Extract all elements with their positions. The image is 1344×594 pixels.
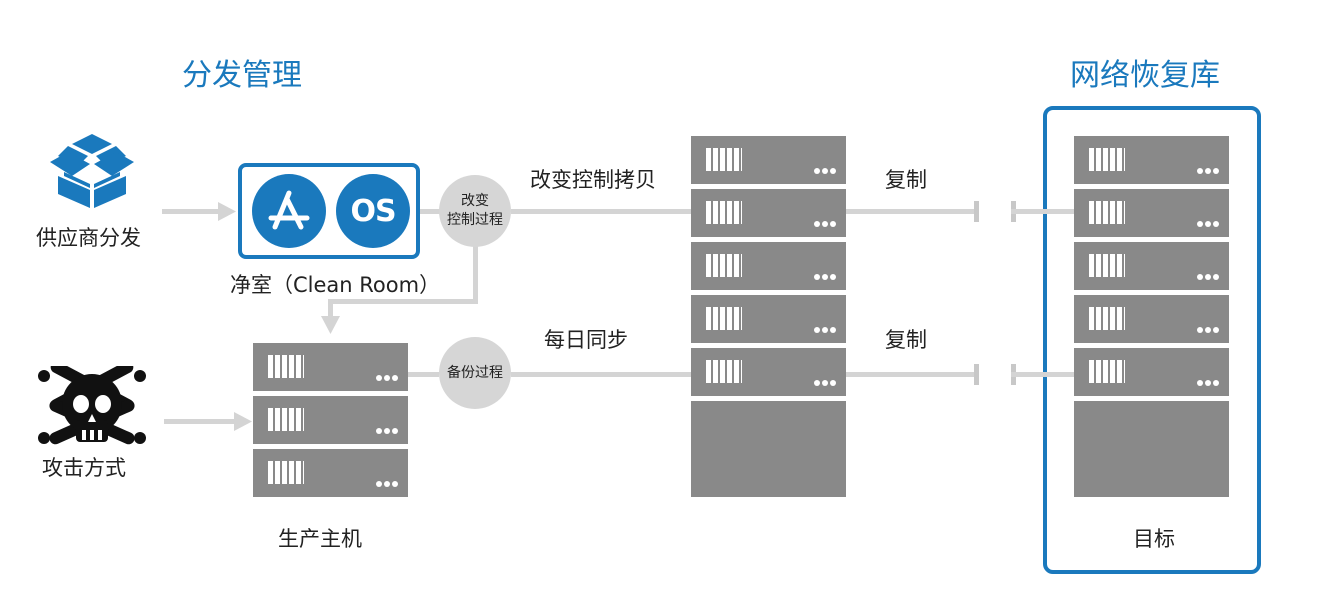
- target-server-unit: [1074, 242, 1229, 290]
- production-server-unit: [253, 343, 408, 391]
- attack-arrow-head: [234, 412, 252, 431]
- os-icon: OS: [336, 174, 410, 248]
- replicate-top-line-left: [846, 209, 976, 214]
- change-copy-label: 改变控制拷贝: [530, 168, 656, 192]
- vendor-label: 供应商分发: [36, 226, 141, 250]
- daily-sync-label: 每日同步: [544, 328, 628, 352]
- production-server-unit: [253, 396, 408, 444]
- replicate-top-label: 复制: [885, 168, 927, 192]
- production-server-unit: [253, 449, 408, 497]
- attack-arrow-line: [164, 419, 236, 424]
- production-to-backup-line: [408, 372, 439, 377]
- clean-room-box: OS: [238, 163, 420, 259]
- replicate-top-gap-left: [974, 201, 979, 222]
- circle-down-line: [473, 244, 478, 304]
- replicate-bottom-line-right: [1011, 372, 1074, 377]
- production-label: 生产主机: [278, 527, 362, 551]
- down-connector-horizontal: [328, 299, 478, 304]
- replicate-bottom-gap-left: [974, 364, 979, 385]
- middle-server-unit: [691, 348, 846, 396]
- replicate-bottom-line-left: [846, 372, 976, 377]
- backup-process-circle: 备份过程: [439, 337, 511, 409]
- change-process-line1: 改变: [461, 193, 489, 209]
- replicate-bottom-label: 复制: [885, 328, 927, 352]
- clean-room-label: 净室（Clean Room）: [230, 273, 441, 297]
- target-label: 目标: [1133, 527, 1175, 551]
- target-server-unit: [1074, 189, 1229, 237]
- recovery-vault-frame: [1043, 106, 1261, 574]
- target-server-base: [1074, 401, 1229, 497]
- change-copy-line: [511, 209, 691, 214]
- middle-server-unit: [691, 136, 846, 184]
- change-process-line2: 控制过程: [447, 212, 503, 228]
- recovery-title: 网络恢复库: [1070, 58, 1220, 93]
- distribution-title: 分发管理: [182, 58, 302, 93]
- middle-server-unit: [691, 242, 846, 290]
- daily-sync-line: [511, 372, 691, 377]
- middle-server-base: [691, 401, 846, 497]
- attack-label: 攻击方式: [42, 456, 126, 480]
- replicate-top-line-right: [1011, 209, 1074, 214]
- target-server-unit: [1074, 295, 1229, 343]
- vendor-arrow-line: [162, 209, 220, 214]
- down-arrow-head: [321, 316, 340, 334]
- cleanroom-to-circle-line: [420, 209, 440, 214]
- vendor-arrow-head: [218, 202, 236, 221]
- target-server-unit: [1074, 136, 1229, 184]
- change-control-process-circle: 改变 控制过程: [439, 175, 511, 247]
- open-box-icon: [50, 134, 134, 208]
- app-store-icon: [252, 174, 326, 248]
- target-server-unit: [1074, 348, 1229, 396]
- backup-process-label: 备份过程: [447, 364, 503, 381]
- down-connector-vertical: [328, 299, 333, 319]
- skull-crossbones-icon: [38, 366, 146, 445]
- middle-server-unit: [691, 295, 846, 343]
- middle-server-unit: [691, 189, 846, 237]
